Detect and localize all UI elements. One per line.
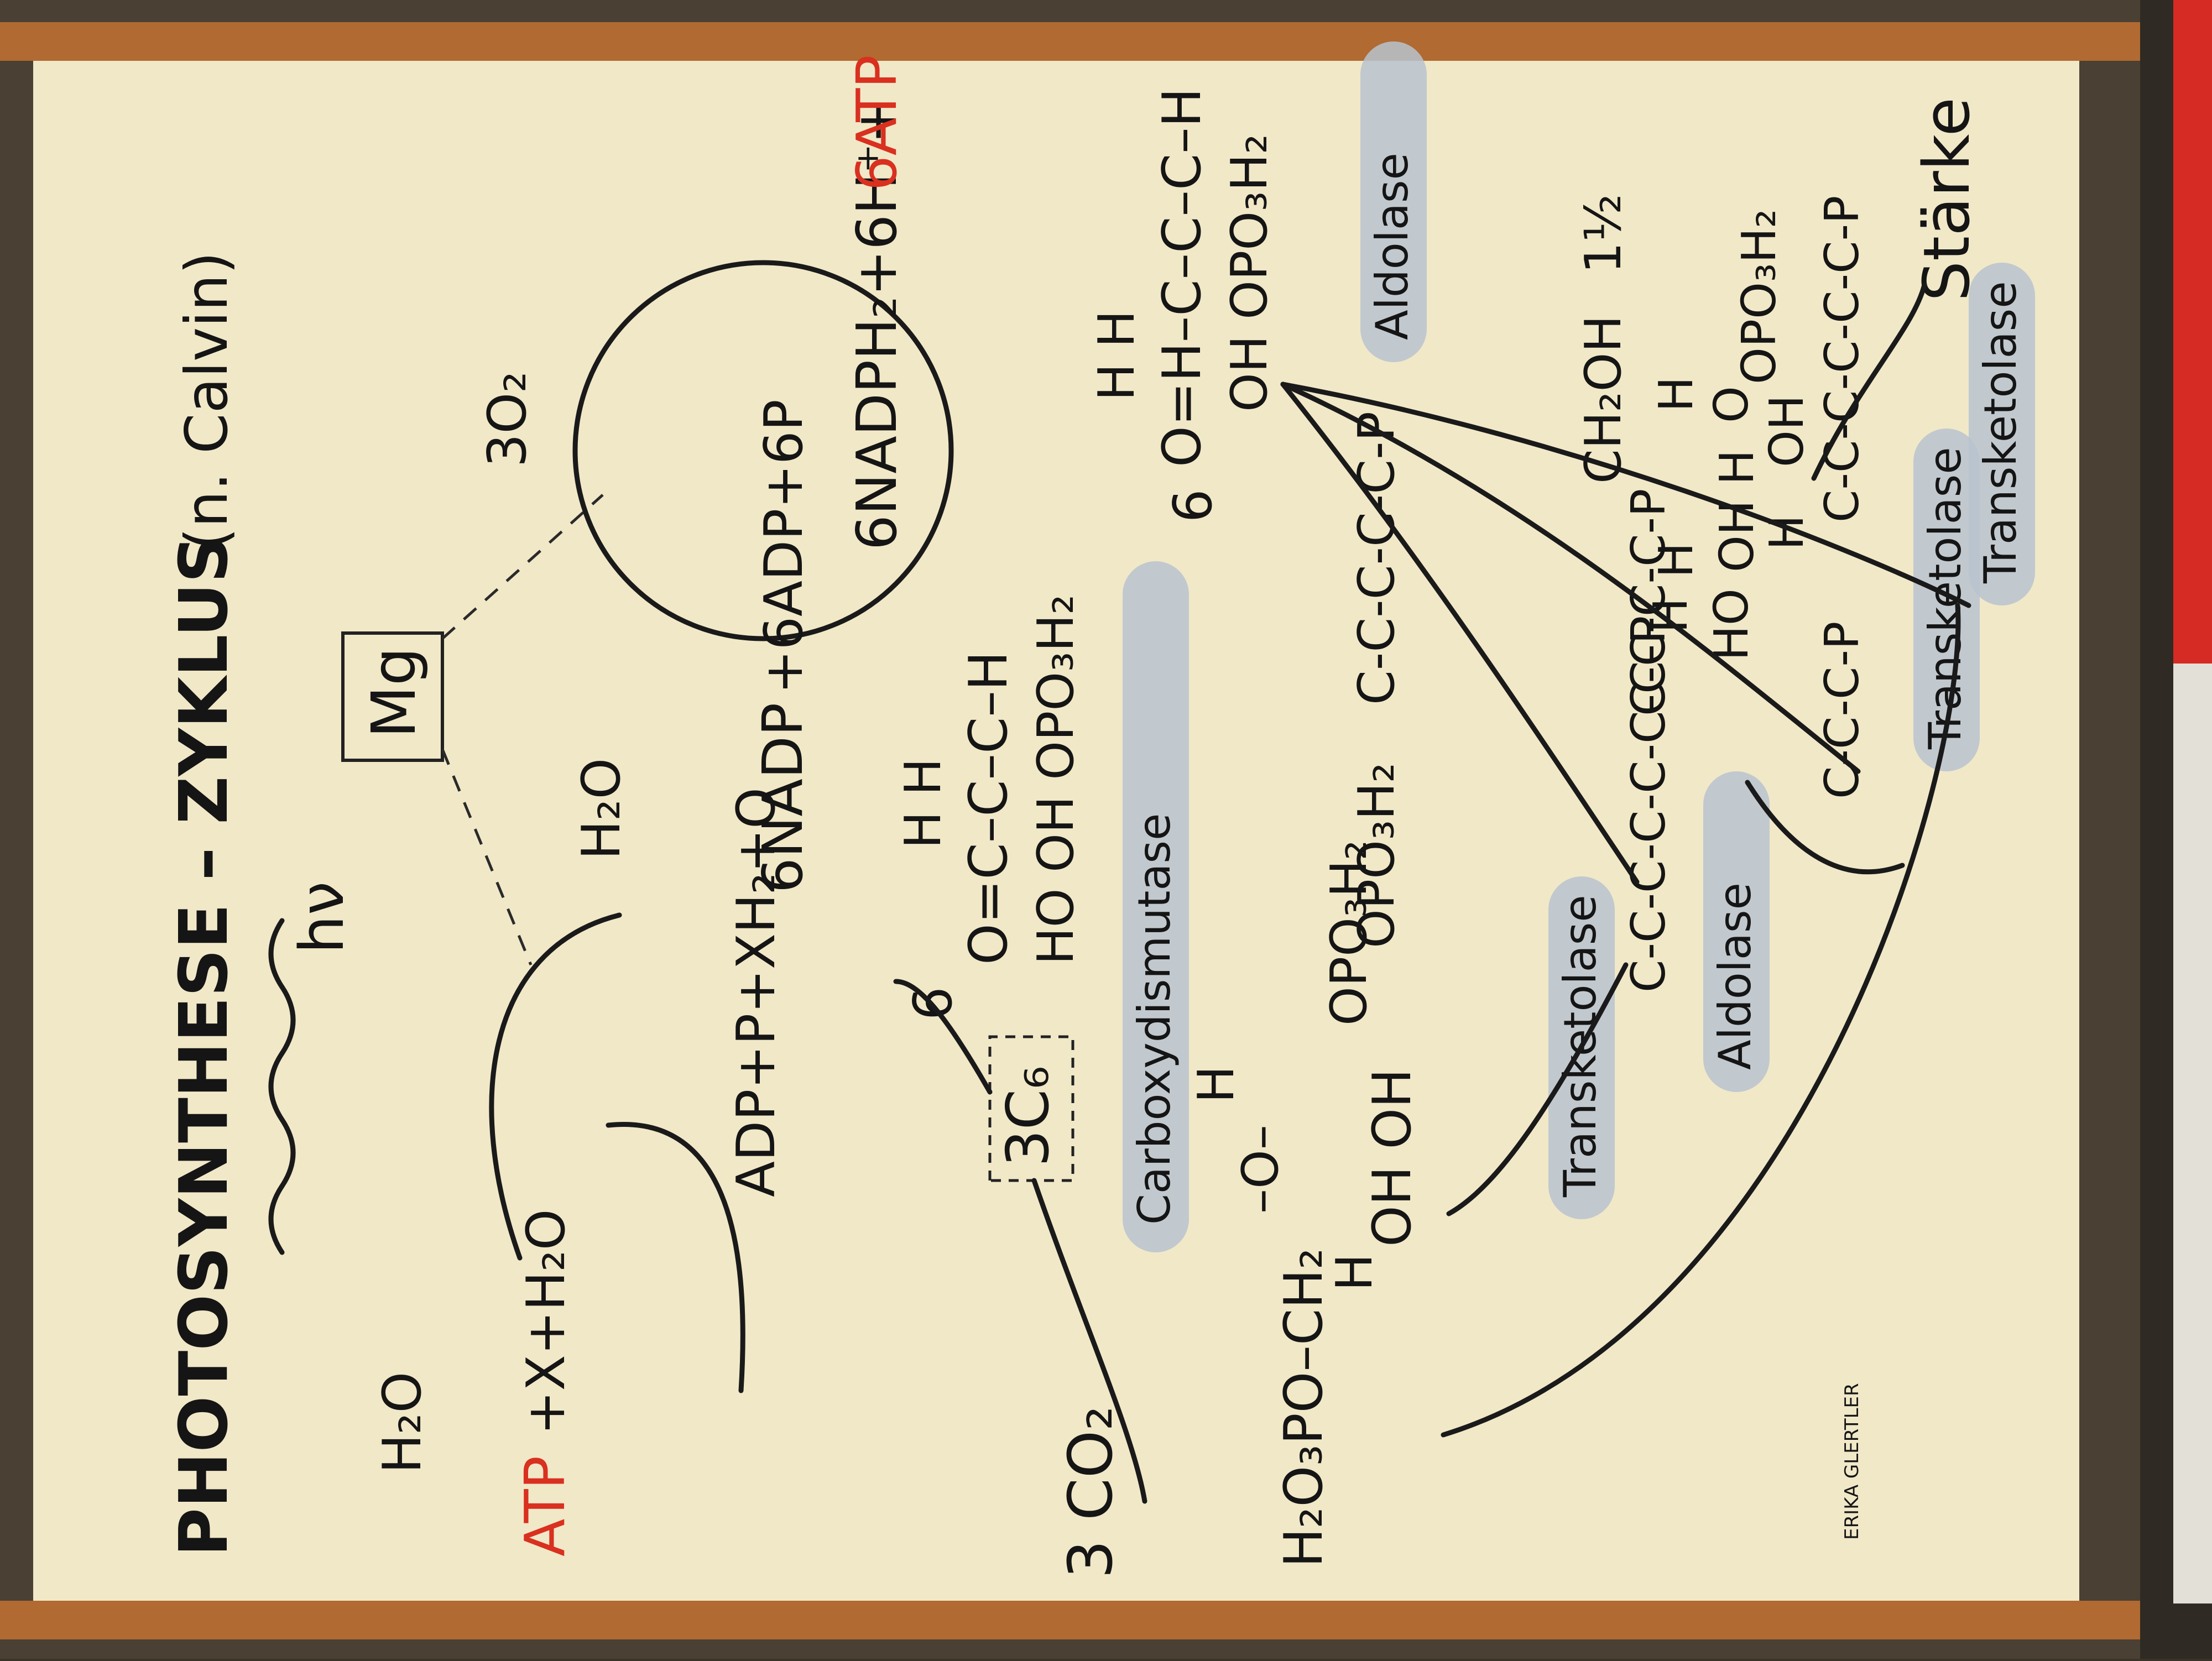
curve-c3-arrow [1745,780,1905,875]
hexose-opo: OPO₃H₂ [1732,209,1787,384]
c6-label: 3C₆ [994,1066,1062,1167]
poster-subtitle: (n. Calvin) [173,252,241,550]
hexose-frac: 1½ [1574,194,1632,274]
poster-author: ERIKA GLERTLER [1841,1383,1863,1540]
chain-c7p: C-C-C-C-C-C-C-P [1621,616,1676,993]
enzyme-pill-transketolase-mid [1969,263,2035,605]
pga-line1: H H [894,758,952,849]
atp-rest-label: +X+H₂O [516,1209,577,1435]
enzyme-transketolase-mid: Transketolase [1975,281,2026,584]
hexose-h-side: H [1644,598,1698,633]
h2o-in-label: H₂O [571,758,632,860]
mg-label: Mg [358,647,429,738]
curve-gap-to-c7 [1280,382,1640,885]
curve-back-to-ribulose [1441,603,1961,1438]
hexose-o: O [1704,386,1759,423]
gap-line3: OH OPO₃H₂ [1220,134,1279,412]
pga-line2: O=C–C–C–H [958,651,1019,965]
curve-hexose-to-starch [1811,282,1927,481]
atp6-label: 6ATP [844,55,909,191]
ribulose-ring: –O– [1232,1125,1290,1214]
hexose-h-ring: H [1649,542,1704,578]
ribulose-left: H₂O₃PO–CH₂ [1274,1248,1334,1568]
adp-label: ADP+P+XH₂+O [726,787,787,1197]
enzyme-pill-transketolase-bottom [1913,429,1980,771]
curve-gap-to-c3 [1280,382,1861,774]
light-label: hν [286,881,357,954]
enzyme-carboxydismutase: Carboxydismutase [1129,813,1180,1225]
enzyme-pill-aldolase-mid [1703,771,1770,1092]
gap-count: 6 [1163,489,1224,523]
atp-adp-arc [606,1122,745,1393]
curve-gap-to-hexose [1280,382,1971,608]
chain-c4p: C-C-C-C-P [1621,489,1676,716]
co2-label: 3 CO₂ [1055,1406,1126,1579]
hexose-ho: HO [1704,588,1759,661]
product-starch: Stärke [1910,97,1984,301]
nadp-cycle-circle [572,260,954,641]
enzyme-aldolase-top: Aldolase [1366,153,1418,340]
dashed-arrow-left [441,749,533,965]
gap-line2: O=H–C–C–C–H [1152,88,1213,467]
left-cycle-arc [489,912,622,1261]
top-rod [0,22,2212,61]
nadp-pre-label: 6NADP [750,703,815,893]
h2o-out-label: H₂O [372,1372,433,1474]
mg-box [341,631,444,762]
bottom-rod [0,1601,2212,1639]
atp-label: ATP [513,1456,577,1556]
ribulose-oh-row: OH OH [1362,1068,1423,1247]
hexose-h-top: H [1649,377,1704,412]
chain-c5p: C-C-C-C-C-P [1348,411,1406,705]
c6-to-pga-arrow [893,979,993,1095]
o2-label: 3O₂ [477,372,538,467]
pga-line3: HO OH OPO₃H₂ [1027,594,1085,965]
enzyme-aldolase-mid: Aldolase [1709,882,1761,1070]
c6-box [988,1035,1074,1182]
gap-line1: H H [1088,310,1146,401]
nadp-post-label: +6ADP+6P [754,399,815,694]
chain-c3p: C-C-C-P [1815,621,1870,799]
curve-c7-to-ribulose [1446,962,1629,1216]
enzyme-pill-carboxydismutase [1123,561,1189,1252]
ribulose-opo: OPO₃H₂ [1320,840,1378,1026]
nadph-pre-label: 6NADPH₂+6H⁺+ [844,97,909,550]
curve-co2-in [1031,1178,1147,1504]
chain-c6p: C-C-C-C-C-C-P [1815,196,1870,523]
hexose-oh: OH [1760,395,1814,467]
light-wave [268,918,296,1255]
chain-opo3h2: OPO₃H₂ [1348,762,1406,948]
dashed-arrow-right [441,494,604,640]
measuring-pole-red [2173,0,2212,664]
enzyme-transketolase-bottom: Transketolase [1919,447,1971,750]
measuring-pole [2173,664,2212,1603]
ribulose-h-bottom: H [1326,1253,1384,1291]
poster-title: PHOTOSYNTHESE – ZYKLUS [166,535,243,1556]
enzyme-pill-aldolase-top [1360,41,1427,362]
poster-content: PHOTOSYNTHESE – ZYKLUS (n. Calvin) hν Mg… [166,41,2035,1579]
ribulose-h-top: H [1187,1065,1245,1103]
hexose-ch2oh: CH₂OH [1574,315,1632,484]
